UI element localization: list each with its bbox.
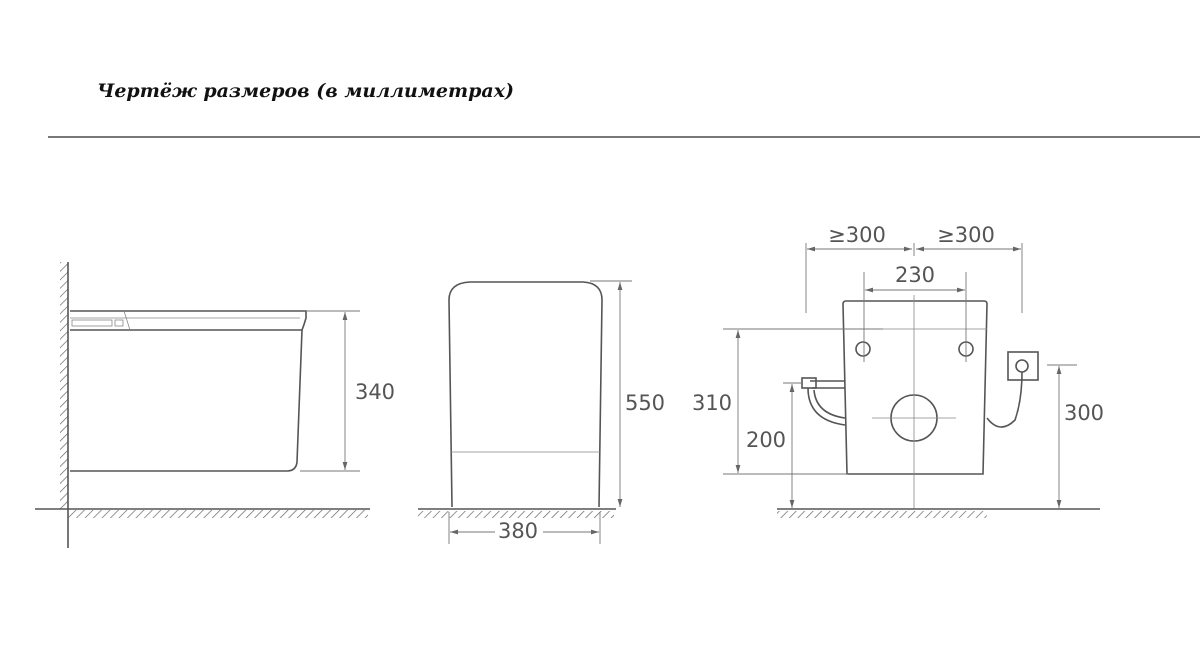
- power-socket-icon: [1007, 351, 1039, 381]
- socket-height-label: 300: [1064, 401, 1104, 425]
- power-cable: [986, 371, 1023, 428]
- floor-hatch: [418, 511, 614, 518]
- bolt-spacing-label: 230: [895, 263, 935, 287]
- mounting-hole-left: [855, 341, 871, 357]
- toilet-rear-outline: [842, 300, 988, 475]
- rear-view: ≥300 ≥300 230 310 200 300: [692, 223, 1104, 518]
- front-view: 550 380: [418, 280, 665, 544]
- toilet-front-outline: [448, 281, 603, 508]
- front-height-label: 550: [625, 391, 665, 415]
- wall-hatch: [60, 262, 68, 510]
- floor-hatch: [68, 510, 368, 518]
- page-title: Чертёж размеров (в миллиметрах): [97, 80, 515, 102]
- toilet-side-outline: [70, 310, 307, 472]
- side-view: 340: [35, 262, 395, 548]
- water-valve-icon: [801, 377, 817, 389]
- front-width-label: 380: [498, 519, 538, 543]
- body-height-label: 310: [692, 391, 732, 415]
- left-clearance-label: ≥300: [828, 223, 886, 247]
- side-height-label: 340: [355, 380, 395, 404]
- water-inlet-height-label: 200: [746, 428, 786, 452]
- floor-hatch: [777, 511, 987, 518]
- water-hose: [807, 380, 846, 426]
- right-clearance-label: ≥300: [937, 223, 995, 247]
